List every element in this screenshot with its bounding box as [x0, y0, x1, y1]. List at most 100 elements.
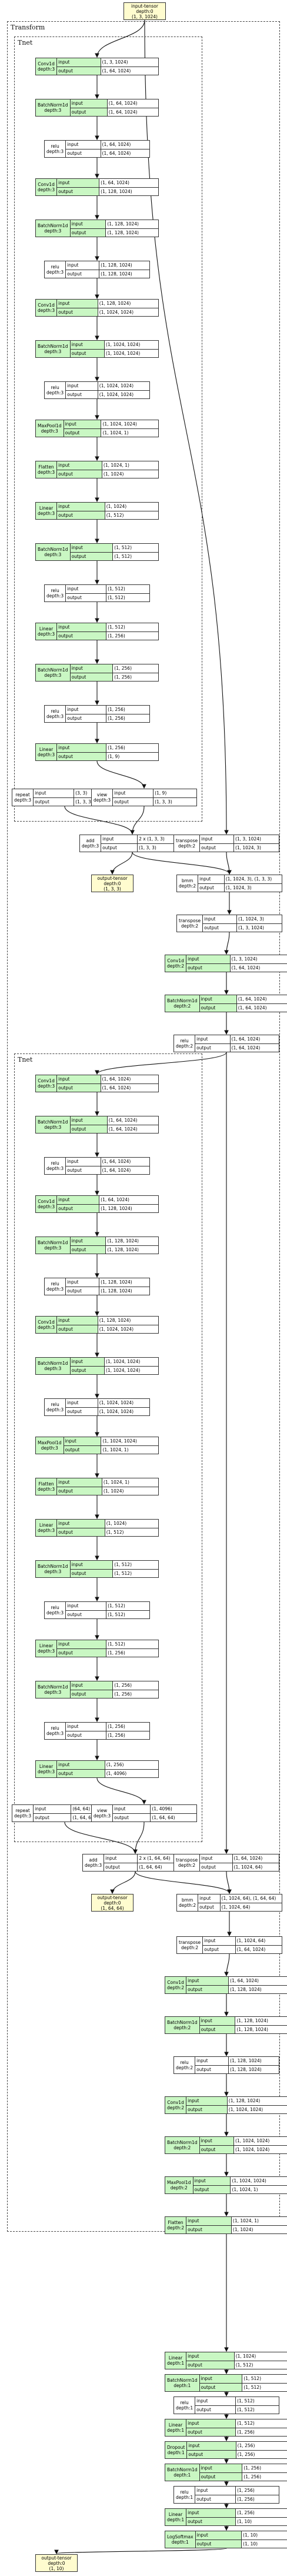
node-name: Linear — [39, 1763, 54, 1769]
node-name: BatchNorm1d — [38, 1360, 68, 1366]
edge-t1-fc3-to-t1-view — [96, 760, 146, 789]
input-shape: (1, 1024, 1) — [101, 1478, 158, 1487]
input-key: input — [70, 1358, 104, 1367]
edge-tr3-to-bmm2 — [226, 1871, 232, 1894]
input-shape: (1, 1024, 1) — [101, 461, 158, 470]
node-io-table: input(1, 128, 1024)output(1, 1024, 1024) — [186, 2097, 287, 2113]
output-shape: (1, 1024, 1024) — [97, 1325, 158, 1333]
output-key: output — [194, 2186, 209, 2192]
node-name: Linear — [39, 505, 54, 511]
output-shape: (1, 1024, 1024) — [97, 390, 149, 398]
node-depth: depth:3 — [38, 1204, 55, 1209]
output-key: output — [67, 1408, 82, 1414]
node-io-table: input(1, 3, 1024)output(1, 64, 1024) — [186, 955, 287, 972]
input-key: input — [113, 1805, 151, 1814]
node-depth: depth:2 — [173, 1003, 191, 1009]
node-io-table: input(1, 256)output(1, 256) — [195, 2487, 279, 2503]
node-depth: depth:3 — [38, 511, 55, 516]
output-key: output — [35, 1814, 49, 1820]
node-depth: depth:3 — [46, 1731, 64, 1736]
output-key: output — [196, 1045, 211, 1051]
input-shape: (1, 256) — [235, 2442, 287, 2451]
node-name: bmm — [181, 877, 193, 883]
output-shape: (1, 256) — [235, 2428, 287, 2436]
input-shape: (1, 3, 1024) — [100, 58, 158, 67]
input-key: input — [186, 1977, 229, 1986]
input-key: input — [70, 341, 104, 350]
output-key: output — [71, 1570, 86, 1576]
node-io-table: input(1, 256)output(1, 9) — [57, 744, 158, 760]
input-key: input — [57, 58, 101, 67]
input-key: input — [66, 1158, 101, 1166]
input-shape: (1, 512) — [106, 1602, 149, 1611]
node-name: MaxPool1d — [38, 423, 62, 428]
node-depth: depth:3 — [38, 1528, 55, 1533]
output-key: output — [201, 2146, 216, 2152]
node-io-table: input(1, 1024, 1024)output(1, 1024, 1024… — [70, 341, 158, 357]
output-key: output — [67, 391, 82, 397]
input-key: input — [198, 1894, 220, 1903]
node-name: view — [96, 1807, 108, 1813]
output-key: output — [71, 1367, 86, 1373]
node-depth: depth:3 — [46, 1610, 64, 1616]
node-name: Dropout — [167, 2444, 185, 2450]
edge-tr4-to-conv2 — [224, 1953, 230, 1977]
edge-tr1-to-bmm1 — [226, 852, 232, 875]
input-shape: (1, 128, 1024) — [228, 2057, 279, 2066]
input-key: input — [66, 141, 101, 149]
node-depth: depth:3 — [46, 149, 64, 154]
node-name: BatchNorm1d — [167, 2377, 198, 2383]
input-shape: (1, 1024, 64), (1, 64, 64) — [219, 1894, 282, 1903]
output-shape: (1, 1024, 1024) — [104, 1366, 158, 1374]
input-shape: (1, 1024) — [104, 1520, 158, 1528]
node-io-table: input(1, 256)output(1, 4096) — [57, 1761, 158, 1777]
tensor-line1: output-tensor — [97, 1894, 128, 1900]
node-depth: depth:3 — [38, 1487, 55, 1492]
output-key: output — [58, 1205, 73, 1211]
input-shape: (1, 1024, 1024) — [104, 1358, 158, 1367]
input-shape: (1, 256) — [106, 744, 158, 753]
input-key: input — [57, 1478, 102, 1487]
edge-t2-fc3-to-t2-view — [96, 1777, 146, 1805]
tnet-cluster-2 — [14, 1053, 202, 1842]
node-name: Linear — [39, 626, 54, 631]
edge-t1-view-to-t1-add — [130, 806, 145, 835]
node-depth: depth:3 — [14, 797, 32, 803]
input-key: input — [104, 1854, 138, 1863]
output-shape: (1, 128, 1024) — [228, 2065, 279, 2073]
input-key: input — [198, 875, 224, 884]
node-depth: depth:3 — [38, 67, 55, 72]
output-shape: (1, 64, 1024) — [100, 149, 149, 157]
input-key: input — [70, 1681, 113, 1690]
node-io-table: input(1, 128, 1024)output(1, 128, 1024) — [66, 261, 149, 278]
input-shape: (1, 64, 1024) — [106, 1116, 158, 1125]
node-depth: depth:3 — [44, 108, 62, 113]
node-io-table: input(1, 10)output(1, 10) — [195, 2531, 287, 2548]
edge-relu1-to-t2-conv1 — [95, 1052, 227, 1075]
node-name: bmm — [181, 1897, 193, 1903]
output-key: output — [188, 965, 202, 970]
input-shape: (1, 64, 1024) — [106, 99, 158, 108]
edge-input-to-t1-conv1 — [95, 19, 145, 58]
